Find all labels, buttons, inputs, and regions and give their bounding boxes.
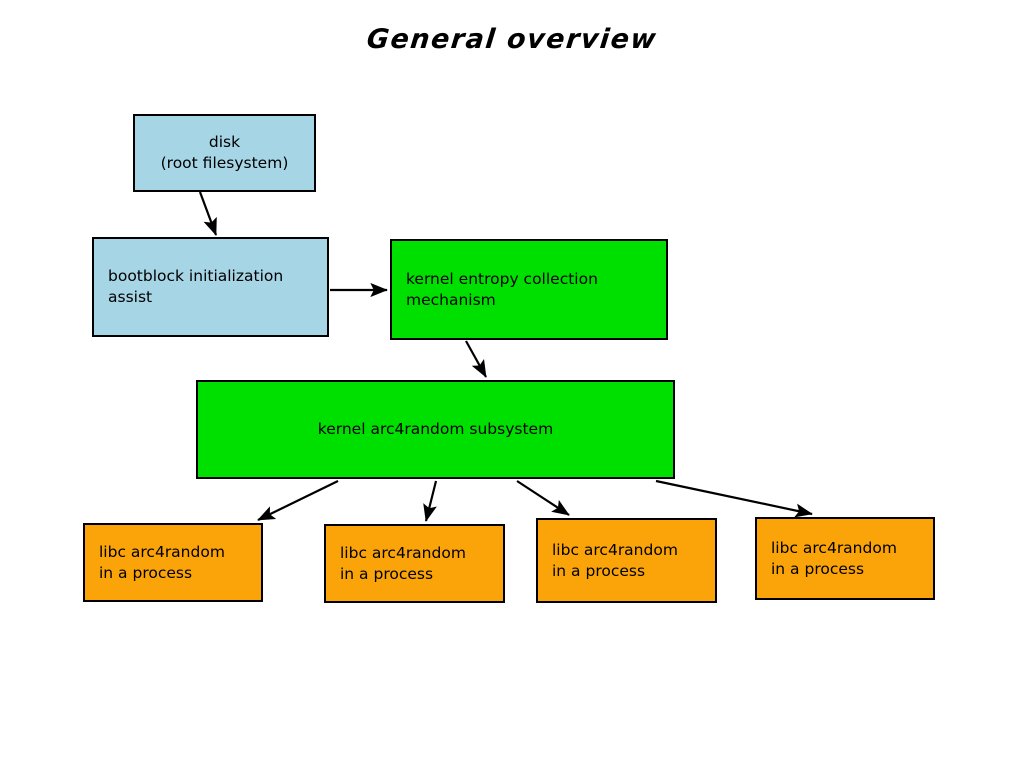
node-label-kernel-arc4random: kernel arc4random subsystem <box>317 420 554 439</box>
edge-arc4random-to-process-2 <box>423 480 438 522</box>
edge-disk-to-bootblock <box>198 191 218 236</box>
edge-arc4random-to-process-4 <box>655 479 813 518</box>
node-libc-process-1[interactable]: libc arc4random in a process <box>83 523 263 602</box>
edge-arc4random-to-process-1 <box>257 480 339 521</box>
edge-arc4random-to-process-3 <box>516 480 570 516</box>
node-label-libc-process-4: libc arc4random in a process <box>771 538 897 578</box>
node-label-kernel-entropy: kernel entropy collection mechanism <box>406 269 598 309</box>
node-bootblock[interactable]: bootblock initialization assist <box>92 237 329 337</box>
node-label-libc-process-2: libc arc4random in a process <box>340 543 466 583</box>
edge-entropy-to-arc4random <box>465 340 487 378</box>
node-libc-process-3[interactable]: libc arc4random in a process <box>536 518 717 603</box>
node-label-libc-process-1: libc arc4random in a process <box>99 542 225 582</box>
node-libc-process-2[interactable]: libc arc4random in a process <box>324 524 505 603</box>
node-label-disk: disk (root filesystem) <box>160 133 289 172</box>
node-label-bootblock: bootblock initialization assist <box>108 267 284 306</box>
node-kernel-arc4random[interactable]: kernel arc4random subsystem <box>196 380 675 479</box>
node-libc-process-4[interactable]: libc arc4random in a process <box>755 517 935 600</box>
page-title: General overview <box>365 24 659 55</box>
node-disk[interactable]: disk (root filesystem) <box>133 114 316 192</box>
node-kernel-entropy[interactable]: kernel entropy collection mechanism <box>390 239 668 340</box>
node-label-libc-process-3: libc arc4random in a process <box>552 540 678 580</box>
